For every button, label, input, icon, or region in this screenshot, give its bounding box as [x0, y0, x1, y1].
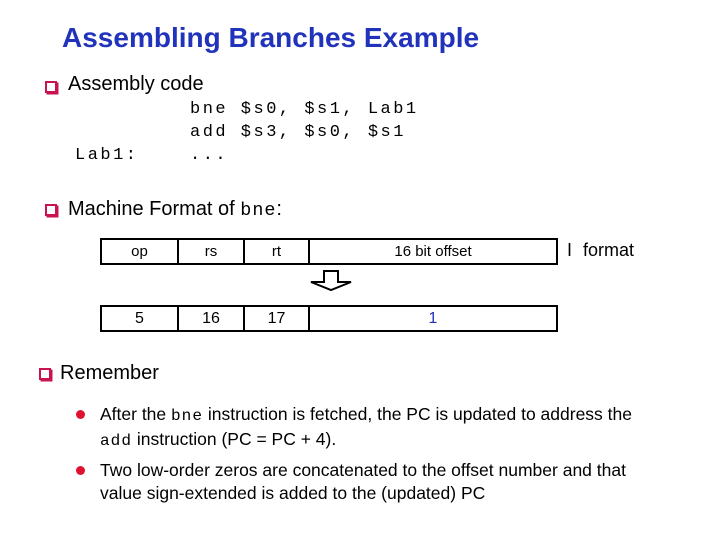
field-cell-rt: rt [245, 240, 310, 263]
iformat-value-row: 5 16 17 1 [100, 305, 558, 332]
remember-item-1-text: instruction (PC = PC + 4). [131, 429, 337, 449]
bullet-square-icon [45, 81, 57, 93]
page-title: Assembling Branches Example [62, 22, 480, 53]
machine-format-heading-mnemonic: bne [240, 200, 277, 221]
iformat-label-word: format [583, 240, 635, 260]
iformat-label: I format [567, 240, 634, 261]
iformat-label-i: I [567, 240, 573, 260]
field-cell-op: op [102, 240, 179, 263]
bullet-dot-icon [76, 410, 85, 419]
machine-format-heading: Machine Format of bne: [68, 198, 282, 221]
code-line-bne: bne $s0, $s1, Lab1 [190, 100, 419, 119]
field-cell-offset: 16 bit offset [394, 243, 472, 260]
remember-item-1-text: After the [100, 404, 172, 424]
bullet-square-icon [45, 204, 57, 216]
remember-heading: Remember [60, 362, 159, 384]
iformat-header-row: op rs rt 16 bit offset [100, 238, 558, 265]
remember-item-1-text: instruction is fetched, the PC is update… [203, 404, 632, 424]
bullet-square-icon [39, 368, 51, 380]
value-cell-rs: 16 [179, 307, 245, 330]
down-arrow-icon [310, 270, 352, 292]
bullet-dot-icon [76, 466, 85, 475]
remember-item-1-mnemonic-add: add [100, 432, 132, 450]
remember-item-1-mnemonic-bne: bne [171, 407, 203, 425]
code-label-lab1: Lab1: [75, 146, 139, 165]
code-ellipsis: ... [190, 146, 229, 165]
code-line-add: add $s3, $s0, $s1 [190, 123, 406, 142]
field-cell-rs: rs [179, 240, 245, 263]
machine-format-heading-text: Machine Format of [68, 198, 241, 220]
assembly-heading: Assembly code [68, 73, 204, 95]
value-cell-rt: 17 [245, 307, 310, 330]
remember-item-1: After the bne instruction is fetched, th… [100, 403, 712, 453]
remember-item-2: Two low-order zeros are concatenated to … [100, 459, 712, 505]
value-cell-offset: 1 [428, 309, 438, 327]
value-cell-op: 5 [102, 307, 179, 330]
remember-item-2-text: Two low-order zeros are concatenated to … [100, 460, 626, 480]
remember-item-2-text: value sign-extended is added to the (upd… [100, 483, 486, 503]
machine-format-heading-colon: : [276, 198, 282, 220]
